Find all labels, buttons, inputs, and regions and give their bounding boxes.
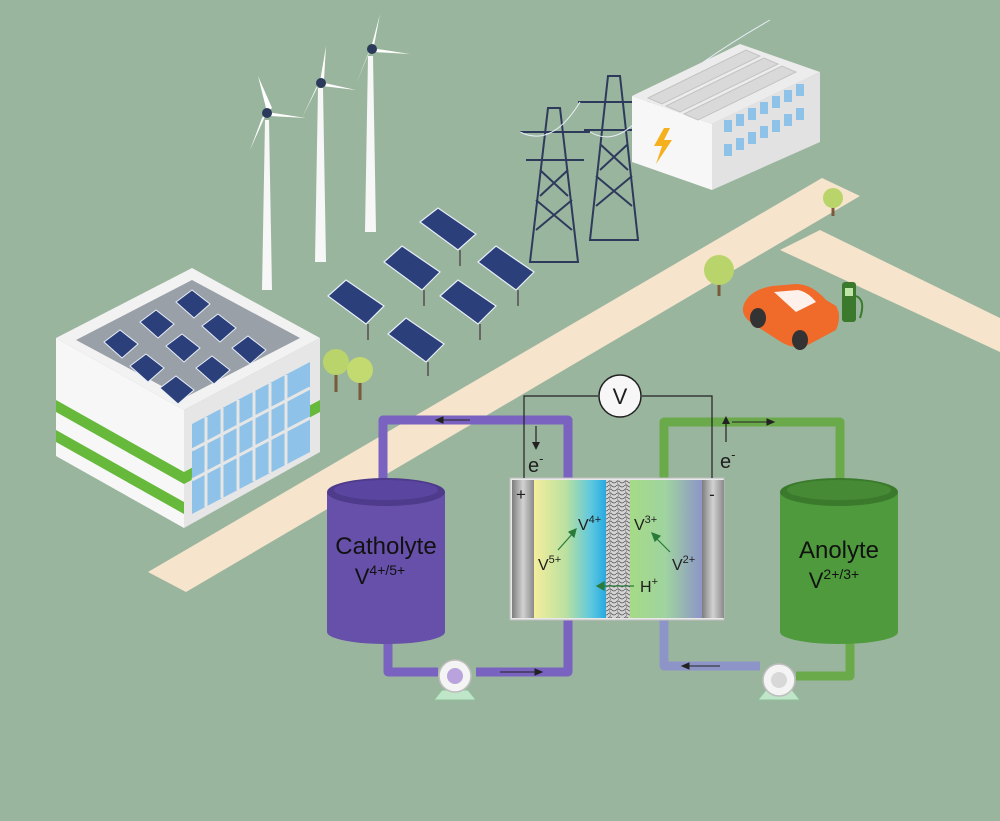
solar-panel	[383, 245, 441, 306]
flow-arrows	[434, 416, 776, 676]
tree	[704, 255, 734, 296]
electron-label-left: e-	[528, 451, 543, 477]
transmission-towers	[519, 19, 771, 263]
side-road	[780, 230, 1000, 352]
catholyte-pump-icon	[432, 659, 478, 701]
catholyte-tank: Catholyte V4+/5+	[327, 478, 445, 644]
office-building	[56, 268, 320, 528]
negative-electrode	[702, 480, 724, 618]
solar-panel	[419, 207, 477, 266]
tree	[347, 357, 373, 400]
ion-v4-label: V4+	[578, 514, 601, 534]
ev-charger-icon	[842, 282, 864, 322]
ion-v2-label: V2+	[672, 554, 695, 574]
wind-turbines	[250, 14, 410, 290]
membrane	[606, 480, 630, 618]
ion-v5-label: V5+	[538, 554, 561, 574]
proton-label: H+	[640, 576, 658, 596]
tree	[823, 188, 843, 216]
bolt-icon	[654, 128, 672, 164]
catholyte-top-pipe	[378, 415, 573, 484]
solar-panel	[387, 317, 445, 376]
electron-label-right: e-	[720, 447, 735, 473]
ion-v3-label: V3+	[634, 514, 657, 534]
anolyte-half-cell	[630, 480, 702, 618]
electric-car	[742, 284, 839, 350]
voltmeter-icon: V	[598, 374, 642, 418]
catholyte-formula: V4+/5+	[355, 562, 406, 589]
catholyte-half-cell	[534, 480, 606, 618]
solar-panel	[477, 245, 535, 306]
positive-terminal-label: +	[516, 485, 526, 504]
transmission-tower	[520, 107, 590, 263]
anolyte-name: Anolyte	[799, 537, 879, 564]
anolyte-pump-icon	[756, 663, 802, 701]
anolyte-tank: Anolyte V2+/3+	[780, 478, 898, 644]
tree	[323, 349, 349, 392]
road-network	[148, 178, 1000, 592]
solar-field	[327, 207, 535, 376]
trees	[323, 188, 843, 400]
main-road	[148, 178, 860, 592]
office-windows	[191, 362, 311, 514]
roof-solar-panels	[103, 289, 267, 405]
reaction-arrows	[557, 527, 671, 592]
voltmeter-label: V	[613, 384, 628, 409]
catholyte-name: Catholyte	[335, 533, 436, 560]
anolyte-return-pipe	[659, 618, 760, 671]
electron-arrow-right	[722, 416, 730, 424]
electrochemical-cell: + - V4+ V5+ V3+ V2+ H+	[509, 477, 725, 621]
anolyte-bottom-pipe	[796, 630, 855, 681]
solar-panel	[439, 279, 497, 340]
wind-turbine	[356, 14, 410, 232]
wind-turbine	[250, 76, 306, 290]
storage-building	[632, 44, 820, 190]
negative-terminal-label: -	[709, 485, 715, 504]
electron-arrow-left	[532, 442, 540, 450]
wind-turbine	[302, 46, 356, 262]
positive-electrode	[512, 480, 534, 618]
anolyte-formula: V2+/3+	[809, 566, 860, 593]
solar-panel	[327, 279, 385, 340]
